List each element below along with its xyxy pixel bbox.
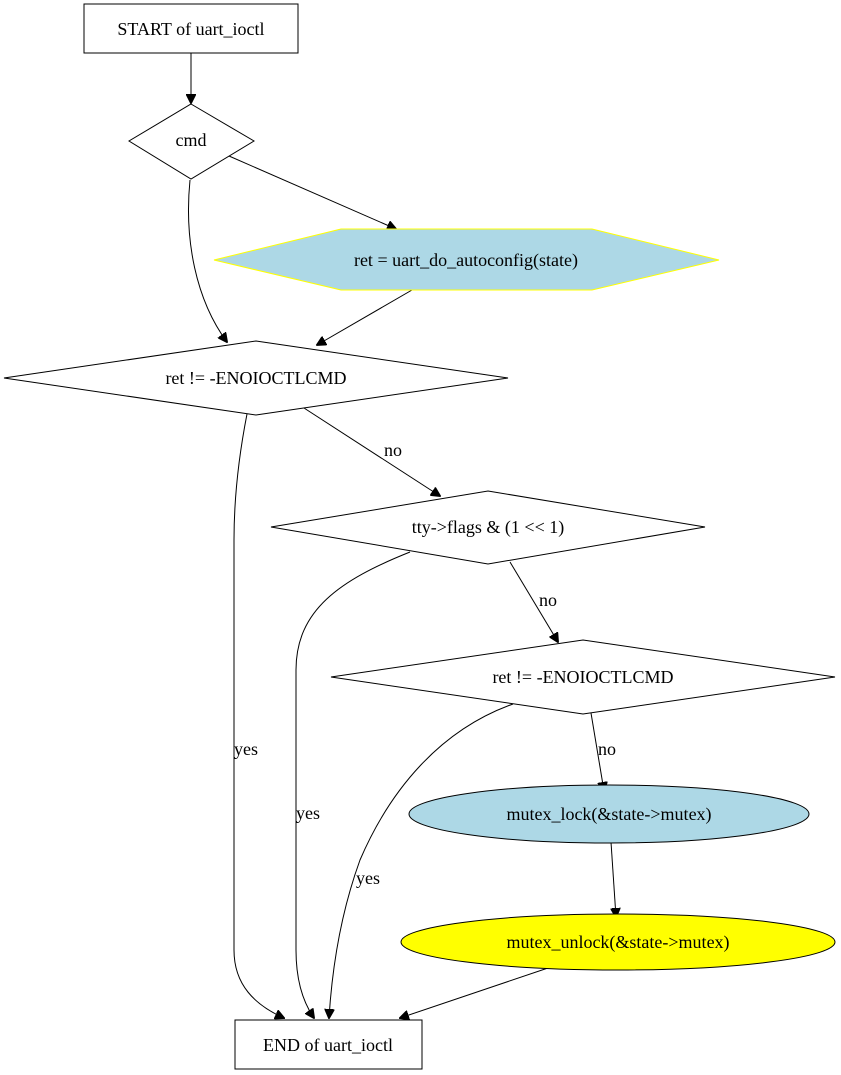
edge-mutex-unlock-to-end xyxy=(400,967,549,1018)
node-check-ret-2: ret != -ENOIOCTLCMD xyxy=(330,639,836,715)
edge-check-ret-1-yes xyxy=(233,413,284,1018)
node-check-flags-diamond xyxy=(270,490,706,565)
node-start: START of uart_ioctl xyxy=(83,3,299,54)
node-check-ret-1-label: ret != -ENOIOCTLCMD xyxy=(165,368,346,388)
node-mutex-lock: mutex_lock(&state->mutex) xyxy=(408,784,810,844)
edge-label-check-flags-no: no xyxy=(539,590,557,610)
edge-label-check-ret-1-yes: yes xyxy=(234,739,258,759)
edge-cmd-to-autoconfig xyxy=(228,155,396,229)
node-autoconfig: ret = uart_do_autoconfig(state) xyxy=(213,228,720,291)
node-end: END of uart_ioctl xyxy=(234,1019,423,1070)
node-cmd: cmd xyxy=(128,103,255,180)
node-autoconfig-label: ret = uart_do_autoconfig(state) xyxy=(354,250,578,271)
node-start-label: START of uart_ioctl xyxy=(117,19,264,39)
node-end-box xyxy=(234,1019,423,1070)
edge-label-check-ret-1-no: no xyxy=(384,440,402,460)
node-mutex-unlock: mutex_unlock(&state->mutex) xyxy=(400,913,836,971)
edge-mutex-lock-to-unlock xyxy=(611,841,616,917)
node-check-ret-2-label: ret != -ENOIOCTLCMD xyxy=(492,667,673,687)
node-autoconfig-hexagon xyxy=(213,228,720,291)
node-start-box xyxy=(83,3,299,54)
node-mutex-unlock-label: mutex_unlock(&state->mutex) xyxy=(506,932,729,953)
node-check-ret-1: ret != -ENOIOCTLCMD xyxy=(3,340,509,416)
node-check-ret-1-diamond xyxy=(3,340,509,416)
node-check-ret-2-diamond xyxy=(330,639,836,715)
node-mutex-lock-ellipse xyxy=(408,784,810,844)
node-cmd-diamond xyxy=(128,103,255,180)
node-mutex-unlock-ellipse xyxy=(400,913,836,971)
node-check-flags: tty->flags & (1 << 1) xyxy=(270,490,706,565)
edge-label-check-ret-2-no: no xyxy=(598,739,616,759)
edge-check-flags-yes xyxy=(295,551,411,1018)
node-mutex-lock-label: mutex_lock(&state->mutex) xyxy=(506,804,711,825)
edge-autoconfig-to-check-ret-1 xyxy=(317,289,413,345)
node-cmd-label: cmd xyxy=(176,130,207,150)
edge-label-check-ret-2-yes: yes xyxy=(356,868,380,888)
edge-cmd-to-check-ret-1 xyxy=(188,179,227,342)
edge-label-check-flags-yes: yes xyxy=(296,803,320,823)
edge-check-flags-no xyxy=(509,561,558,642)
node-end-label: END of uart_ioctl xyxy=(263,1035,393,1055)
edge-check-ret-2-yes xyxy=(329,703,514,1018)
node-check-flags-label: tty->flags & (1 << 1) xyxy=(412,517,564,538)
edge-check-ret-2-no xyxy=(590,712,604,791)
edge-check-ret-1-no xyxy=(303,407,440,496)
